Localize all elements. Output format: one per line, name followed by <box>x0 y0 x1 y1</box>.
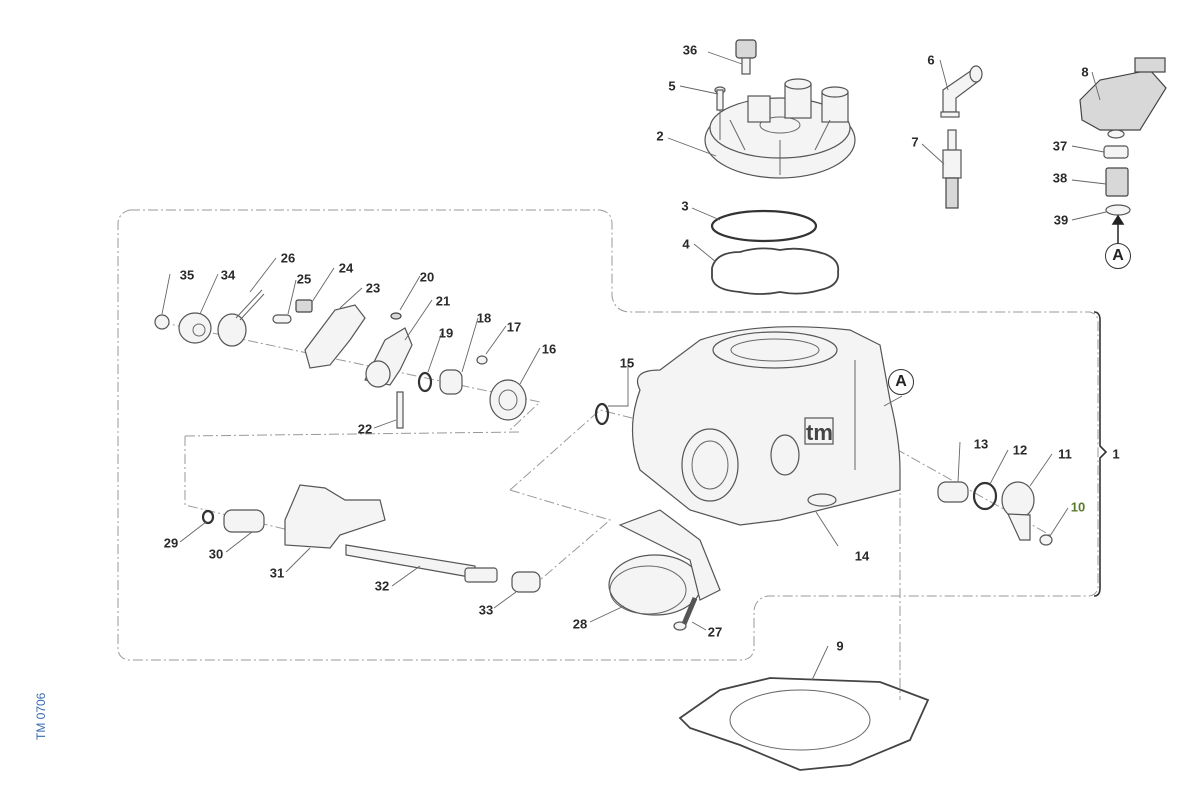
base-gasket-part <box>678 677 930 771</box>
part-label-26: 26 <box>280 250 296 266</box>
temperature-sensor-part <box>735 39 757 75</box>
part-label-33: 33 <box>478 602 494 618</box>
part-label-14: 14 <box>854 548 870 564</box>
part-label-5: 5 <box>668 78 676 94</box>
part-label-30: 30 <box>208 546 224 562</box>
svg-text:tm: tm <box>806 420 833 445</box>
axis-line-manifold <box>509 489 612 581</box>
part-label-21: 21 <box>435 293 451 309</box>
clamp-part <box>1105 204 1131 216</box>
part-label-38: 38 <box>1052 170 1068 186</box>
part-label-1: 1 <box>1112 446 1120 462</box>
part-label-13: 13 <box>973 436 989 452</box>
spark-plug-cap-part <box>940 65 983 118</box>
part-label-37: 37 <box>1052 138 1068 154</box>
cylinder-part: tm <box>631 326 901 526</box>
part-label-4: 4 <box>682 236 690 252</box>
seal-part <box>1103 145 1129 159</box>
part-label-7: 7 <box>911 134 919 150</box>
part-label-3: 3 <box>681 198 689 214</box>
part-label-2: 2 <box>656 128 664 144</box>
part-label-20: 20 <box>419 269 435 285</box>
part-label-19: 19 <box>438 325 454 341</box>
part-label-24: 24 <box>338 260 354 276</box>
part-label-25: 25 <box>296 271 312 287</box>
part-label-10: 10 <box>1070 499 1086 515</box>
part-label-11: 11 <box>1058 446 1072 462</box>
part-label-23: 23 <box>365 280 381 296</box>
part-label-36: 36 <box>682 42 698 58</box>
part-label-29: 29 <box>163 535 179 551</box>
valve-shaft-group-parts <box>201 484 541 593</box>
valve-cover-part <box>1001 481 1035 541</box>
part-label-28: 28 <box>572 616 588 632</box>
reference-marker-a-cylinder: A <box>888 369 914 395</box>
drawing-code: TM 0706 <box>34 692 48 740</box>
part-label-9: 9 <box>836 638 844 654</box>
axis-line-left-box <box>184 431 521 541</box>
head-gasket-part <box>711 247 840 295</box>
head-screw-part <box>714 86 726 140</box>
part-label-39: 39 <box>1053 212 1069 228</box>
hose-part <box>1105 167 1129 197</box>
axis-line-valve-drum <box>159 321 542 431</box>
part-label-15: 15 <box>619 355 635 371</box>
o-ring-12-part <box>972 481 998 511</box>
spark-plug-part <box>942 129 962 209</box>
manifold-screw-part <box>673 597 698 631</box>
axis-line-shaft <box>509 409 641 491</box>
intake-manifold-part <box>608 509 721 616</box>
assembly-brace <box>1093 311 1108 597</box>
circlip-15-part <box>594 402 610 426</box>
cylinder-head-part <box>704 78 856 179</box>
assembly-boundary <box>117 209 1099 661</box>
part-label-35: 35 <box>179 267 195 283</box>
part-label-32: 32 <box>374 578 390 594</box>
part-label-16: 16 <box>541 341 557 357</box>
part-label-8: 8 <box>1081 64 1089 80</box>
part-label-17: 17 <box>506 319 522 335</box>
leader-lines <box>161 51 1107 681</box>
cover-screw-part <box>1039 534 1053 546</box>
part-label-31: 31 <box>269 565 285 581</box>
reference-arrow-up <box>1111 214 1125 244</box>
head-o-ring-part <box>710 209 818 243</box>
base-gasket-bore <box>729 689 871 751</box>
valve-group-parts <box>154 289 527 429</box>
part-label-34: 34 <box>220 267 236 283</box>
sensor-bracket-part <box>1079 57 1167 139</box>
part-label-18: 18 <box>476 310 492 326</box>
part-label-27: 27 <box>707 624 723 640</box>
part-label-22: 22 <box>357 421 373 437</box>
part-label-12: 12 <box>1012 442 1028 458</box>
bushing-13-part <box>937 481 969 503</box>
reference-marker-a-bracket: A <box>1105 243 1131 269</box>
part-label-6: 6 <box>927 52 935 68</box>
